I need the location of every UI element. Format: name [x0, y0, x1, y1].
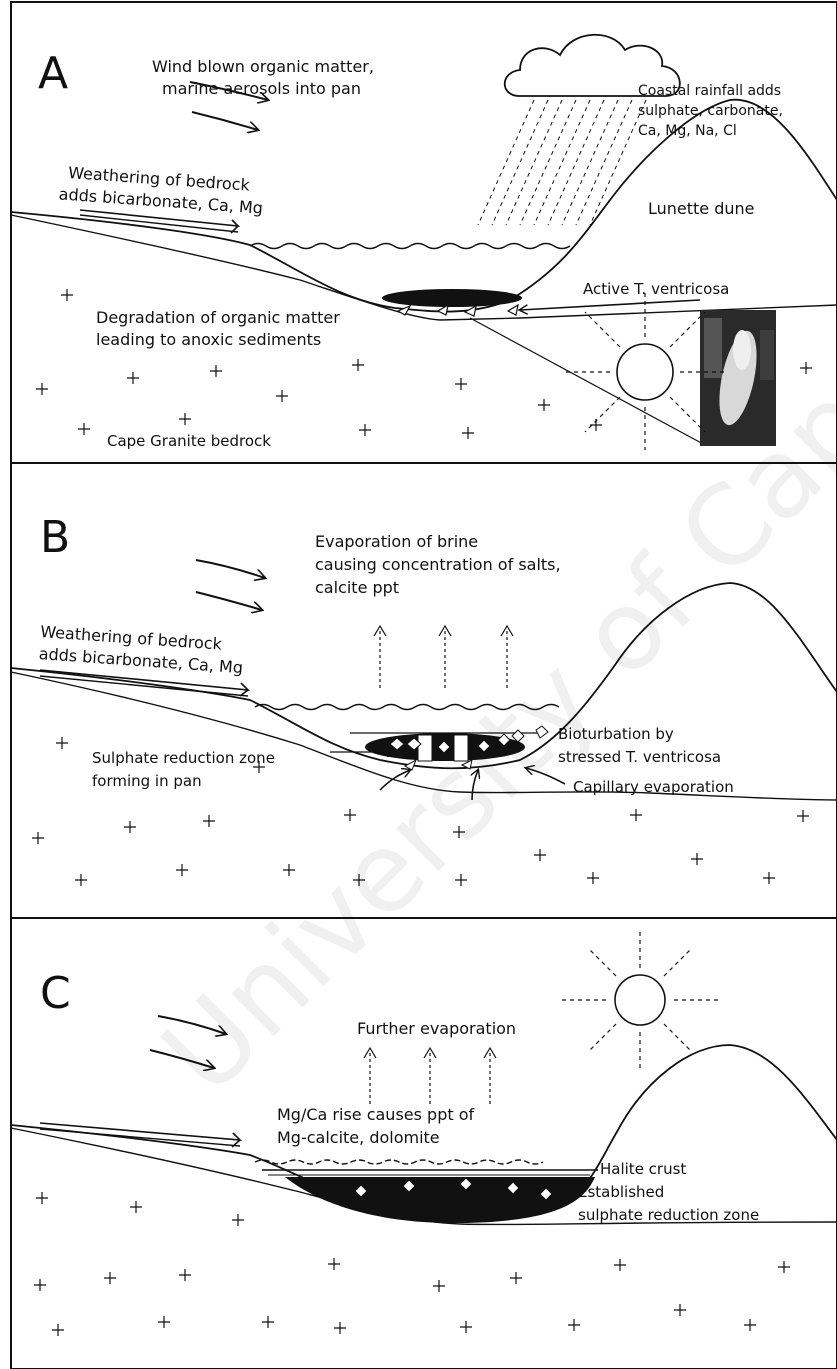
- degradation-label-line1: Degradation of organic matter: [96, 308, 340, 327]
- active-arrow: [520, 300, 700, 310]
- panel-b-letter: B: [40, 512, 70, 563]
- panel-c: C Further evaporation: [11, 930, 837, 1336]
- svg-text:Lunette dune: Lunette dune: [648, 199, 755, 218]
- svg-text:Established sulphate red: Established sulphate reduction zone: [578, 1183, 759, 1224]
- bioturbation-label-line1: Bioturbation by: [558, 725, 674, 743]
- weathering-arrow-b-shaft: [40, 676, 248, 696]
- svg-text:Degradation of organic matter: Degradation of organic matter leading to…: [96, 308, 345, 349]
- svg-text:Evaporation of brine cau: Evaporation of brine causing concentrati…: [315, 532, 566, 597]
- wind-label-line2: marine aerosols into pan: [162, 79, 361, 98]
- svg-text:Sulphate reduction zone: Sulphate reduction zone forming in pan: [92, 749, 280, 790]
- water-line-a: [250, 244, 570, 249]
- evaporation-arrows-c: [364, 1048, 496, 1104]
- mgca-label-line2: Mg-calcite, dolomite: [277, 1128, 440, 1147]
- panel-c-letter: C: [40, 968, 71, 1019]
- bioturbation-label-line2: stressed T. ventricosa: [558, 748, 721, 766]
- established-line2: sulphate reduction zone: [578, 1206, 759, 1224]
- svg-text:Weathering of bedrock ad: Weathering of bedrock adds bicarbonate, …: [58, 162, 265, 217]
- sulphate-label-line1: Sulphate reduction zone: [92, 749, 275, 767]
- bedrock-label: Cape Granite bedrock: [107, 432, 271, 450]
- svg-text:Weathering of bedrock ad: Weathering of bedrock adds bicarbonate, …: [38, 622, 245, 677]
- panel-a: A Wind blown organic matter, marine aero…: [11, 35, 837, 450]
- wind-arrows-b: [196, 560, 265, 610]
- capillary-label: Capillary evaporation: [573, 778, 734, 796]
- sulphate-label-line2: forming in pan: [92, 772, 202, 790]
- rain-label-line1: Coastal rainfall adds: [638, 83, 781, 99]
- evaporation-label-line1: Evaporation of brine: [315, 532, 478, 551]
- rain-label-line2: sulphate, carbonate,: [638, 103, 783, 119]
- sulphate-reduction-lens-c: [285, 1177, 595, 1223]
- further-label: Further evaporation: [357, 1019, 516, 1038]
- organic-sediment-lens: [382, 289, 522, 307]
- established-line1: Established: [578, 1183, 664, 1201]
- wind-label-line1: Wind blown organic matter,: [152, 57, 374, 76]
- halite-label: Halite crust: [600, 1160, 686, 1178]
- degradation-label-line2: leading to anoxic sediments: [96, 330, 321, 349]
- active-label: Active T. ventricosa: [583, 280, 729, 298]
- svg-text:Wind blown organic matter,: Wind blown organic matter, marine aeroso…: [152, 57, 379, 98]
- panel-a-letter: A: [38, 48, 68, 99]
- dune-label: Lunette dune: [648, 199, 755, 218]
- rain-label-line3: Ca, Mg, Na, Cl: [638, 123, 737, 139]
- mgca-label-line1: Mg/Ca rise causes ppt of: [277, 1105, 475, 1124]
- water-line-c: [255, 1160, 543, 1164]
- rain-lines: [478, 100, 646, 225]
- evaporation-label-line3: calcite ppt: [315, 578, 399, 597]
- svg-text:Mg/Ca rise causes ppt of: Mg/Ca rise causes ppt of Mg-calcite, dol…: [277, 1105, 479, 1147]
- sun-icon-c: [562, 930, 718, 1072]
- evaporation-label-line2: causing concentration of salts,: [315, 555, 561, 574]
- organism-photo: [700, 310, 776, 446]
